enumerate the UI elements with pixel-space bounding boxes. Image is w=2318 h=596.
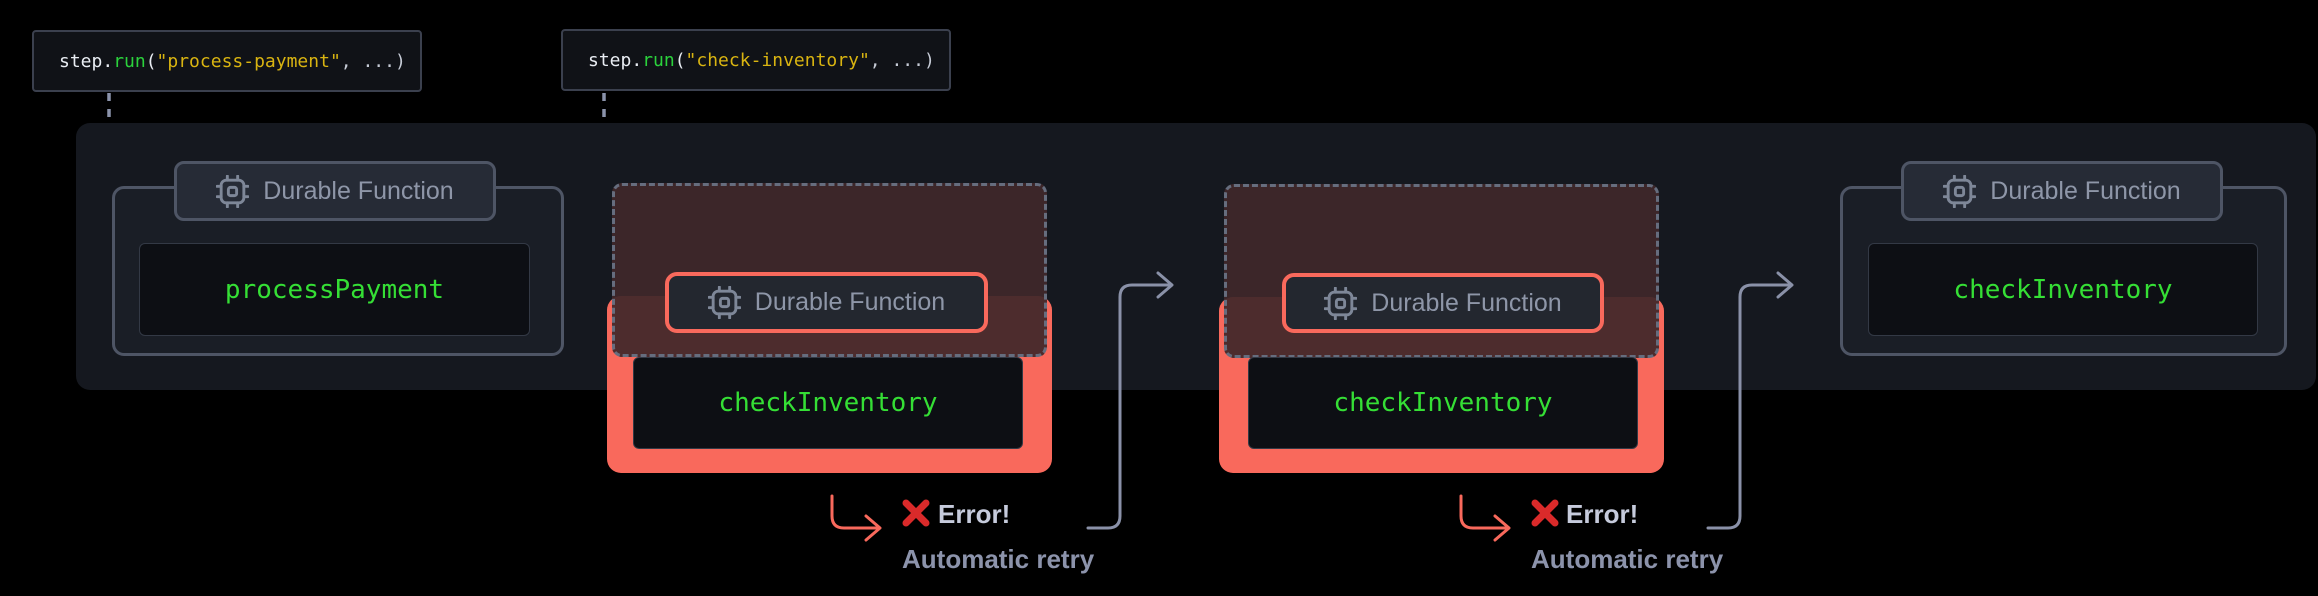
- code-tooltip-check-inventory: step.run("check-inventory", ...): [561, 29, 951, 91]
- error-elbow-arrow: [830, 494, 882, 542]
- cpu-chip-icon: [707, 286, 741, 319]
- error-x-icon: [1531, 499, 1559, 527]
- badge-label: Durable Function: [754, 288, 946, 316]
- code-string: "process-payment": [156, 50, 341, 72]
- function-name-box: processPayment: [139, 243, 530, 336]
- code-method: run: [642, 49, 675, 71]
- error-x-icon: [902, 499, 930, 527]
- function-name-box: checkInventory: [1868, 243, 2258, 336]
- automatic-retry-label: Automatic retry: [902, 544, 1095, 574]
- code-rest: , ...): [869, 49, 935, 71]
- code-object: step.: [59, 50, 114, 72]
- function-name-box: checkInventory: [1248, 357, 1638, 449]
- function-name: checkInventory: [718, 388, 938, 418]
- code-tooltip-process-payment: step.run("process-payment", ...): [32, 30, 422, 92]
- cpu-chip-icon: [1943, 174, 1977, 208]
- retry-arrow: [1086, 271, 1174, 530]
- badge-label: Durable Function: [263, 176, 454, 205]
- code-paren: (: [674, 49, 686, 71]
- code-string: "check-inventory": [685, 49, 870, 71]
- function-name: checkInventory: [1953, 274, 2173, 305]
- durable-function-badge: Durable Function: [174, 161, 496, 221]
- automatic-retry-label: Automatic retry: [1531, 544, 1724, 574]
- cpu-chip-icon: [1324, 286, 1358, 320]
- error-label: Error!: [1566, 499, 1639, 529]
- code-object: step.: [588, 49, 643, 71]
- error-elbow-arrow: [1459, 494, 1511, 542]
- retry-arrow: [1706, 271, 1794, 530]
- durable-function-badge: Durable Function: [1901, 161, 2223, 221]
- function-name-box: checkInventory: [633, 357, 1023, 449]
- durable-function-badge: Durable Function: [665, 272, 988, 333]
- code-method: run: [113, 50, 146, 72]
- durable-function-badge: Durable Function: [1282, 273, 1604, 333]
- function-name: checkInventory: [1333, 388, 1553, 418]
- badge-label: Durable Function: [1990, 176, 2181, 205]
- badge-label: Durable Function: [1371, 288, 1562, 317]
- cpu-chip-icon: [216, 174, 250, 208]
- code-paren: (: [145, 50, 157, 72]
- function-name: processPayment: [224, 274, 445, 305]
- error-label: Error!: [938, 499, 1011, 529]
- code-rest: , ...): [340, 50, 406, 72]
